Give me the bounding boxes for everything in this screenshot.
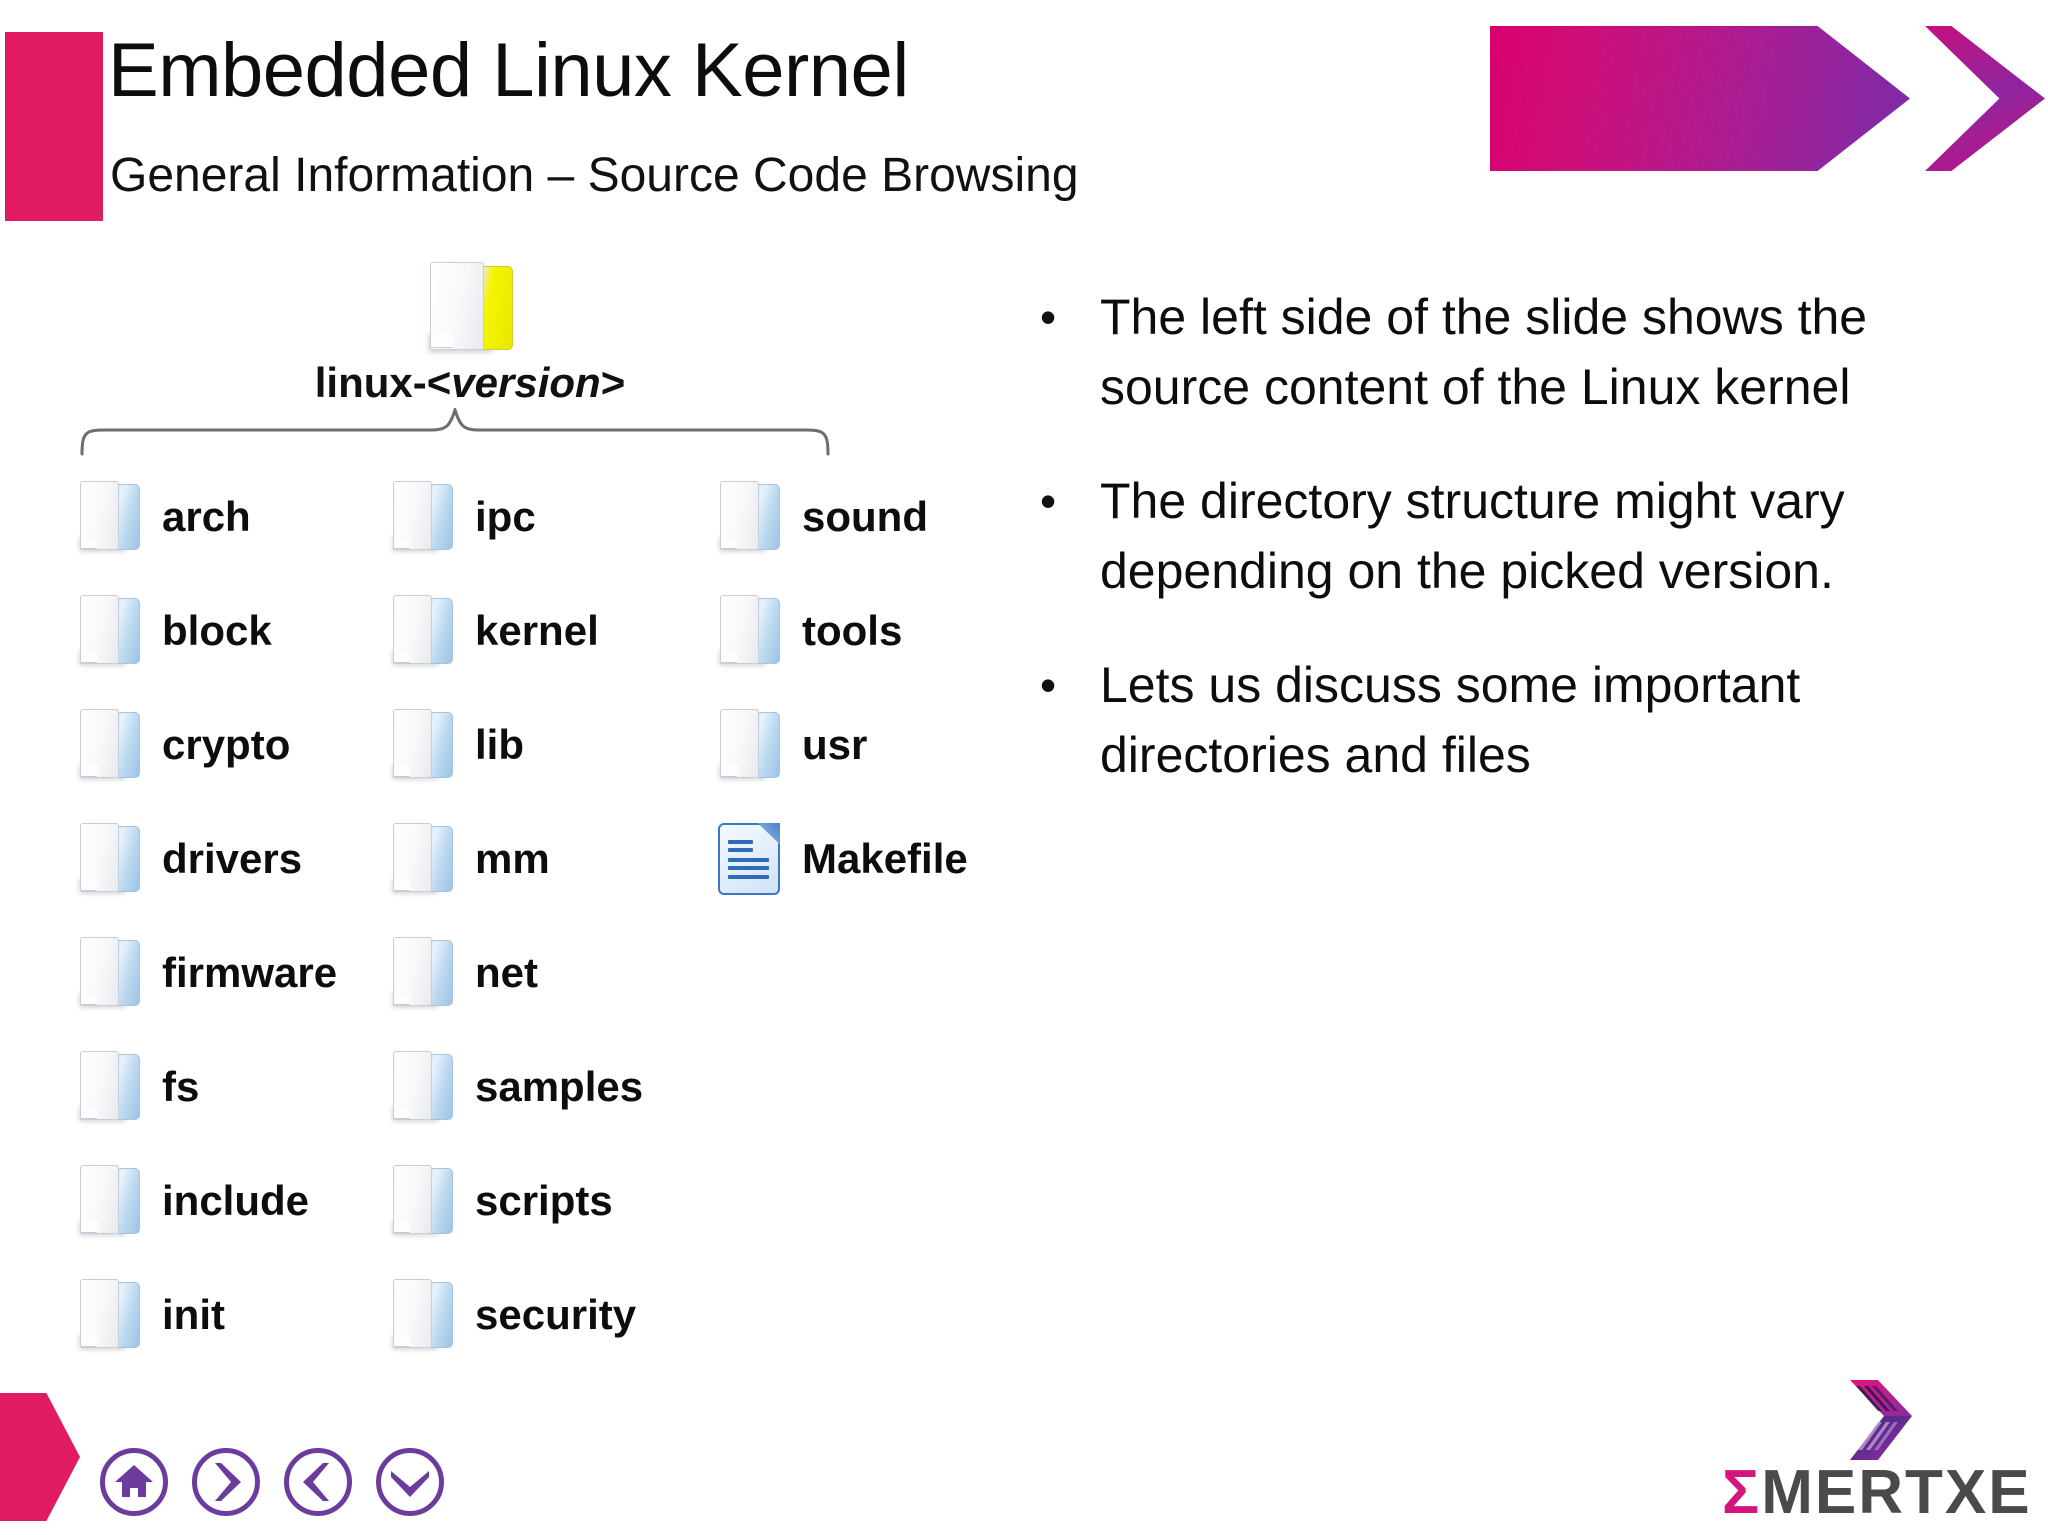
folder-icon (718, 595, 780, 667)
folder-column-3: sound tools usr Makefile (718, 460, 968, 916)
folder-label: ipc (475, 493, 536, 540)
folder-item-sound[interactable]: sound (718, 460, 968, 574)
folder-label: samples (475, 1063, 644, 1110)
folder-icon (78, 595, 140, 667)
logo-sigma-icon: Σ (1722, 1458, 1762, 1527)
folder-item-drivers[interactable]: drivers (78, 802, 337, 916)
folder-icon (391, 937, 453, 1009)
home-icon[interactable] (100, 1448, 168, 1516)
header-chevron-icon (1925, 26, 2045, 171)
folder-label: include (162, 1177, 310, 1224)
folder-label: mm (475, 835, 550, 882)
file-label: Makefile (802, 835, 968, 882)
logo-word-text: MERTXE (1761, 1458, 2032, 1527)
bullet-text: The left side of the slide shows the sou… (1100, 289, 1868, 415)
folder-icon-yellow (427, 262, 513, 354)
bullet-marker-icon: • (1040, 475, 1057, 527)
bullet-list: • The left side of the slide shows the s… (1040, 282, 2000, 834)
folder-item-include[interactable]: include (78, 1144, 337, 1258)
folder-item-tools[interactable]: tools (718, 574, 968, 688)
bullet-marker-icon: • (1040, 291, 1057, 343)
header-accent-bar (5, 32, 103, 221)
root-folder-label-version: version (451, 359, 601, 406)
folder-label: fs (162, 1063, 200, 1110)
folder-label: kernel (475, 607, 599, 654)
folder-icon (78, 1165, 140, 1237)
folder-column-2: ipc kernel lib mm net samples scripts s (391, 460, 643, 1372)
folder-icon (391, 1279, 453, 1351)
folder-label: init (162, 1291, 225, 1338)
bullet-item: • The left side of the slide shows the s… (1040, 282, 2000, 422)
folder-icon (718, 709, 780, 781)
folder-icon (78, 1051, 140, 1123)
folder-item-arch[interactable]: arch (78, 460, 337, 574)
logo-chevron-icon (1850, 1380, 1912, 1460)
folder-item-samples[interactable]: samples (391, 1030, 643, 1144)
folder-icon (391, 1165, 453, 1237)
folder-icon (391, 595, 453, 667)
folder-item-init[interactable]: init (78, 1258, 337, 1372)
folder-icon (391, 1051, 453, 1123)
folder-icon (391, 709, 453, 781)
folder-item-mm[interactable]: mm (391, 802, 643, 916)
page-title: Embedded Linux Kernel (108, 28, 909, 113)
footer-accent-shape (0, 1393, 80, 1521)
bullet-marker-icon: • (1040, 659, 1057, 711)
folder-label: firmware (162, 949, 338, 996)
folder-item-fs[interactable]: fs (78, 1030, 337, 1144)
folder-item-firmware[interactable]: firmware (78, 916, 337, 1030)
root-folder-node: linux-<version> (270, 262, 670, 408)
document-icon (718, 823, 780, 895)
bullet-item: • Lets us discuss some important directo… (1040, 650, 2000, 790)
folder-label: lib (475, 721, 524, 768)
folder-item-crypto[interactable]: crypto (78, 688, 337, 802)
folder-icon (78, 937, 140, 1009)
folder-item-lib[interactable]: lib (391, 688, 643, 802)
root-folder-label-prefix: linux-< (314, 359, 452, 406)
footer-navigation (100, 1448, 444, 1516)
folder-icon (391, 823, 453, 895)
folder-icon (78, 481, 140, 553)
file-item-makefile[interactable]: Makefile (718, 802, 968, 916)
folder-icon (78, 709, 140, 781)
folder-item-security[interactable]: security (391, 1258, 643, 1372)
bullet-item: • The directory structure might vary dep… (1040, 466, 2000, 606)
folder-label: crypto (162, 721, 291, 768)
folder-icon (391, 481, 453, 553)
folder-label: tools (802, 607, 903, 654)
folder-item-usr[interactable]: usr (718, 688, 968, 802)
folder-icon (718, 481, 780, 553)
folder-label: usr (802, 721, 868, 768)
folder-item-block[interactable]: block (78, 574, 337, 688)
folder-label: arch (162, 493, 251, 540)
folder-label: sound (802, 493, 928, 540)
folder-item-kernel[interactable]: kernel (391, 574, 643, 688)
chevron-down-icon[interactable] (376, 1448, 444, 1516)
bullet-text: The directory structure might vary depen… (1100, 473, 1845, 599)
logo-wordmark: ΣMERTXE (1722, 1460, 2032, 1526)
chevron-left-icon[interactable] (284, 1448, 352, 1516)
folder-label: net (475, 949, 538, 996)
page-subtitle: General Information – Source Code Browsi… (110, 149, 1079, 202)
folder-icon (78, 823, 140, 895)
folder-icon (78, 1279, 140, 1351)
root-folder-label: linux-<version> (270, 358, 670, 408)
folder-item-ipc[interactable]: ipc (391, 460, 643, 574)
header-banner-arrow (1490, 26, 1910, 171)
brand-logo: ΣMERTXE (1700, 1378, 2030, 1528)
bullet-text: Lets us discuss some important directori… (1100, 657, 1801, 783)
folder-label: drivers (162, 835, 303, 882)
folder-label: security (475, 1291, 637, 1338)
folder-column-1: arch block crypto drivers firmware fs in… (78, 460, 337, 1372)
folder-label: scripts (475, 1177, 613, 1224)
chevron-right-icon[interactable] (192, 1448, 260, 1516)
root-folder-label-suffix: > (600, 359, 626, 406)
tree-brace (80, 408, 830, 456)
folder-item-scripts[interactable]: scripts (391, 1144, 643, 1258)
folder-item-net[interactable]: net (391, 916, 643, 1030)
folder-label: block (162, 607, 272, 654)
